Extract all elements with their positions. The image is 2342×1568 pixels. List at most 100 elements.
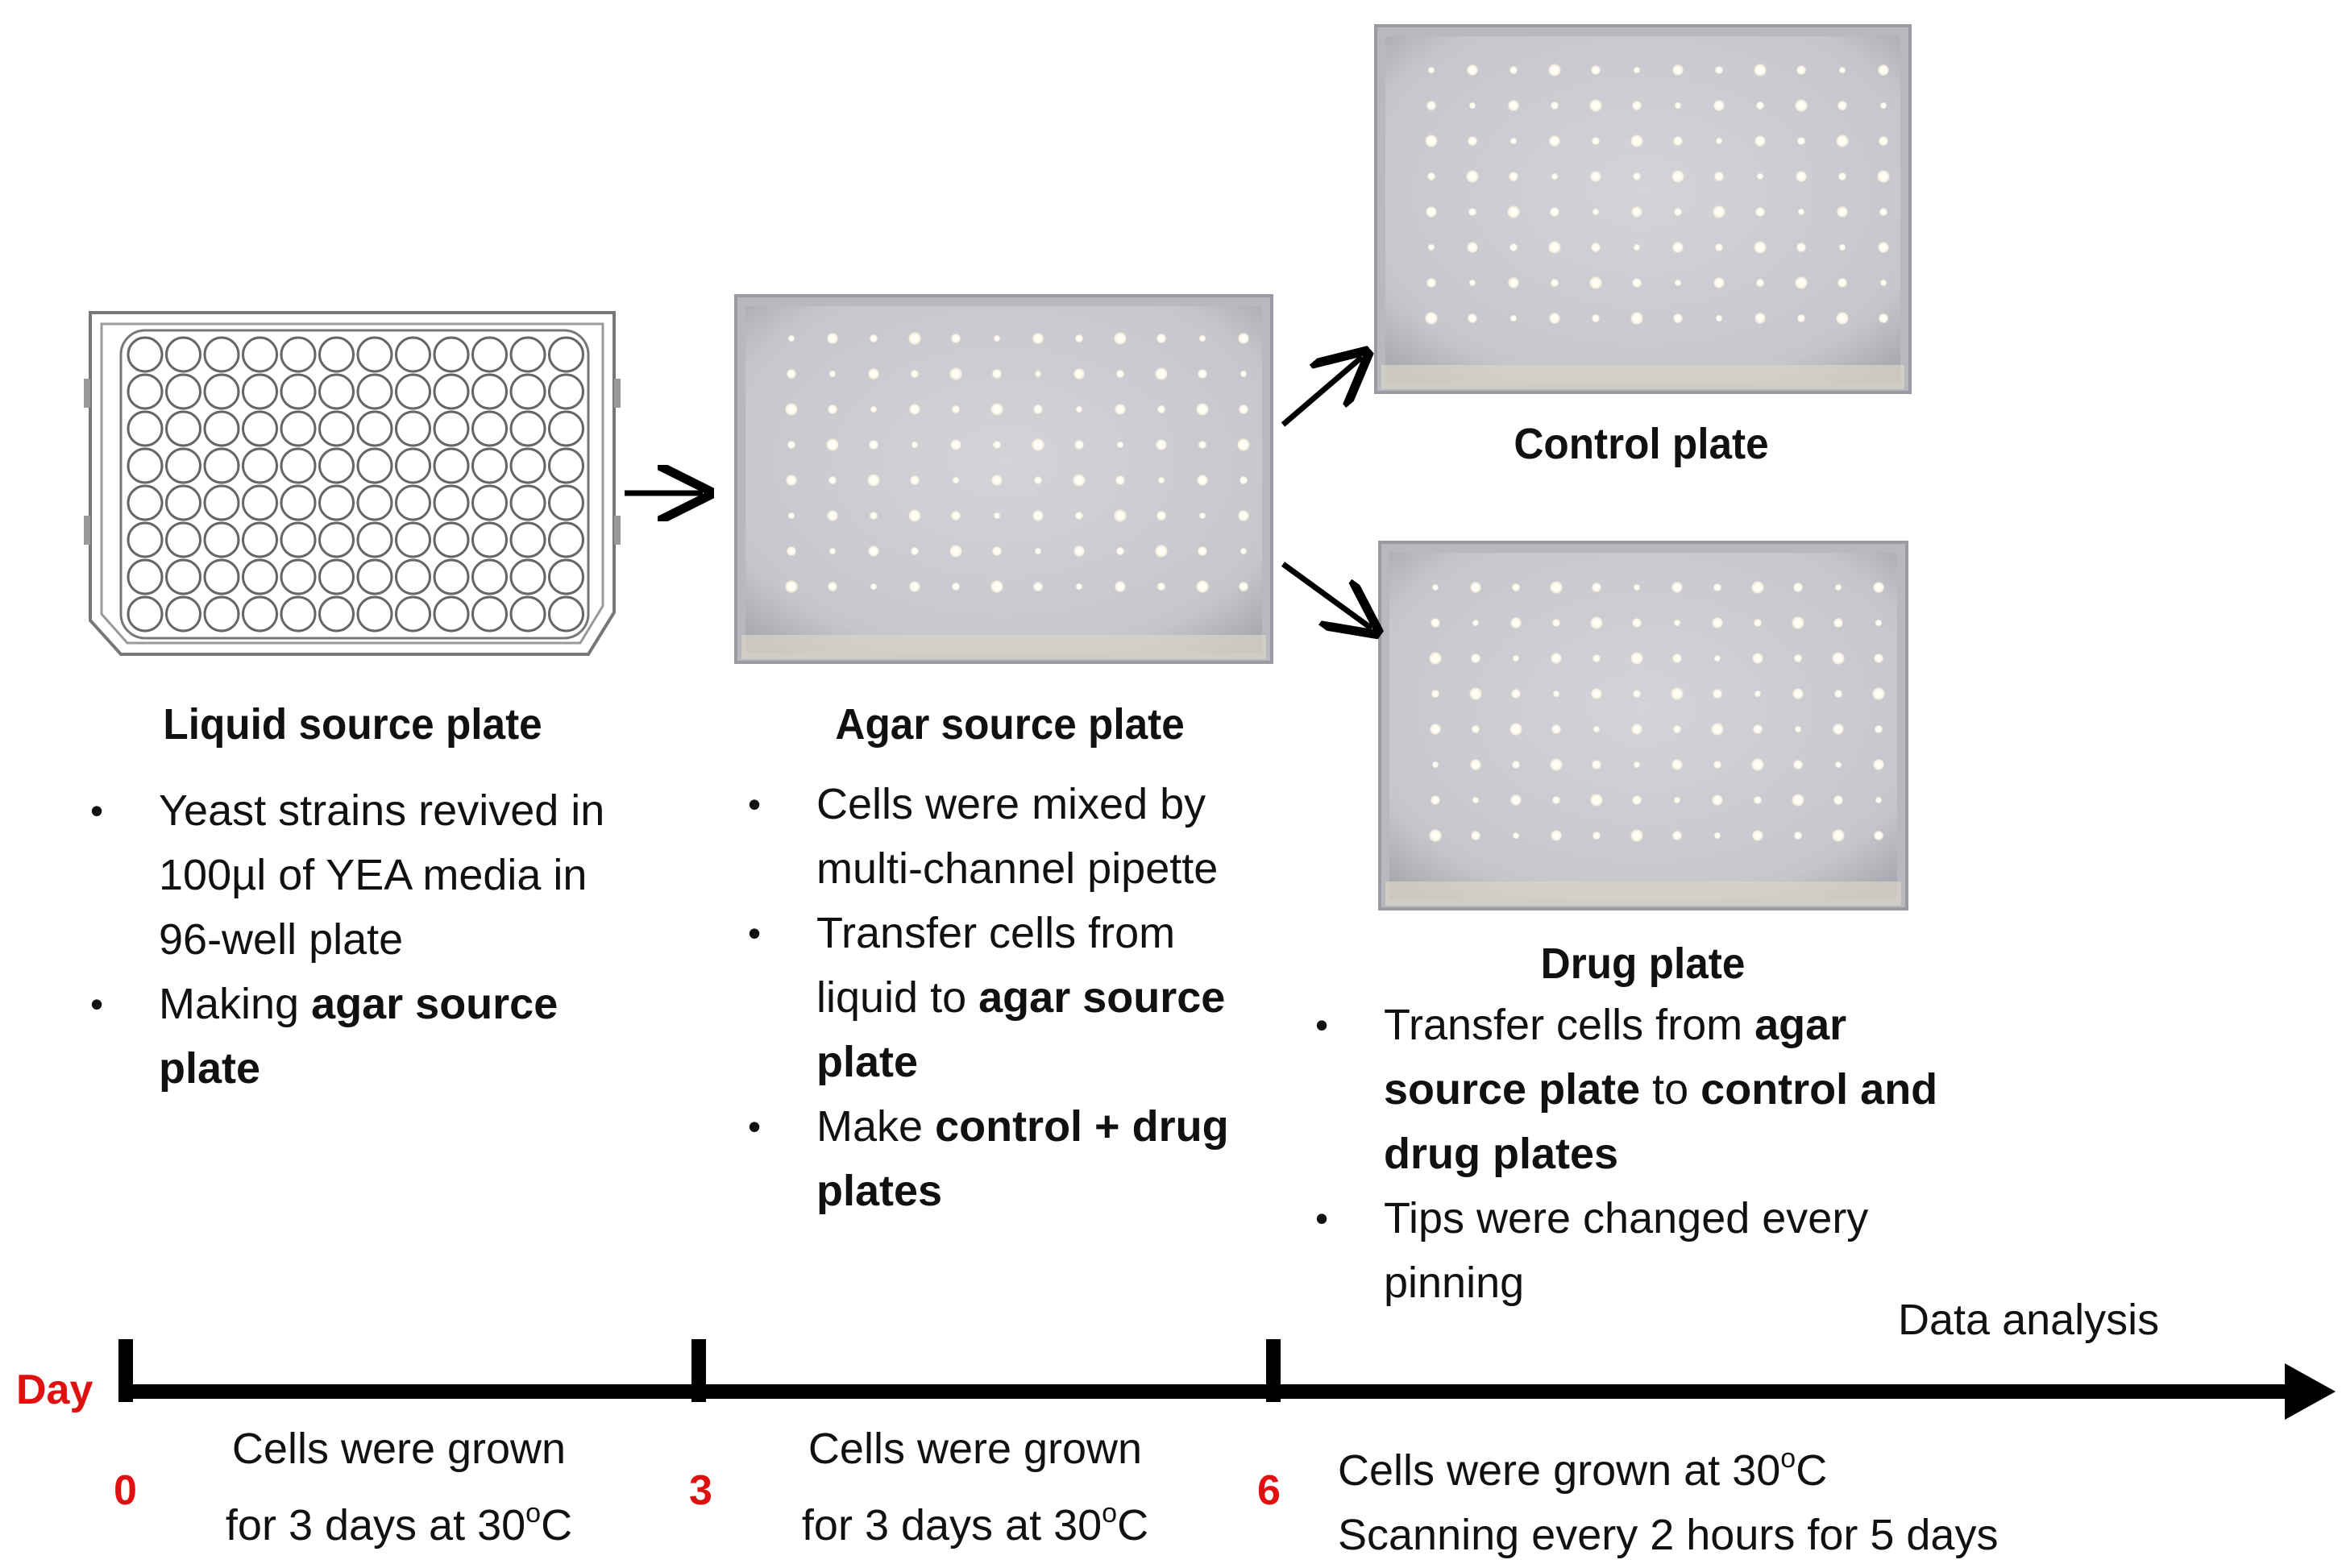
colony <box>1472 620 1479 626</box>
colony <box>1754 313 1766 324</box>
colony <box>990 580 1003 593</box>
colony <box>1432 761 1439 768</box>
liquid-plate-steps: Yeast strains revived in 100µl of YEA me… <box>90 778 638 1101</box>
colony <box>951 511 961 521</box>
data-analysis-label: Data analysis <box>1898 1296 2160 1344</box>
colony <box>1551 279 1559 287</box>
bullet-text: to <box>1640 1065 1701 1114</box>
colony <box>1509 723 1522 736</box>
colony <box>1634 584 1640 591</box>
well <box>318 558 355 595</box>
colony <box>910 475 920 485</box>
colony <box>788 335 795 342</box>
colony <box>1795 276 1808 289</box>
colony <box>1032 333 1044 344</box>
colony <box>1552 796 1560 804</box>
colony <box>1073 474 1086 487</box>
colony <box>1797 137 1805 145</box>
colony <box>1632 278 1642 288</box>
well <box>203 558 240 595</box>
bullet-text-bold: agar source plate <box>1384 1001 1847 1114</box>
colony <box>1035 371 1041 377</box>
liquid-source-plate-image <box>84 311 621 656</box>
colony <box>1156 334 1166 343</box>
colony <box>1589 276 1602 289</box>
colony <box>1834 690 1842 698</box>
arrowhead-icon <box>2285 1363 2336 1420</box>
well <box>127 484 164 521</box>
well <box>433 447 470 484</box>
colony <box>994 512 1000 519</box>
colony <box>1510 138 1517 144</box>
bullet-item: Tips were changed every pinning <box>1315 1186 1976 1315</box>
period-3-6-line2: for 3 days at 30oC <box>801 1498 1149 1549</box>
tick-label-0: 0 <box>114 1467 137 1514</box>
period-0-3-line1: Cells were grown <box>231 1425 567 1473</box>
colony <box>1796 171 1807 182</box>
colony <box>1155 545 1168 558</box>
well <box>280 595 317 633</box>
bullet-text: Yeast strains revived in 100µl of YEA me… <box>159 786 605 964</box>
colony <box>827 333 838 344</box>
colony <box>1879 313 1888 323</box>
period-0-3-line2: for 3 days at 30oC <box>225 1498 573 1549</box>
colony <box>1548 241 1561 254</box>
colony <box>1673 313 1683 323</box>
well <box>280 447 317 484</box>
colony <box>1833 795 1843 805</box>
colony <box>1238 510 1249 521</box>
colony <box>1877 170 1890 183</box>
colony <box>1509 172 1518 181</box>
colony <box>826 438 839 451</box>
well <box>203 336 240 373</box>
colony <box>1510 794 1522 806</box>
well <box>165 595 201 633</box>
colony <box>1591 243 1601 252</box>
colony <box>1671 170 1684 183</box>
colony <box>1754 619 1762 627</box>
well <box>395 521 431 558</box>
colony <box>1158 477 1165 483</box>
colony <box>1672 64 1684 76</box>
colony <box>909 581 920 592</box>
colony <box>1469 687 1482 700</box>
bullet-text-bold: agar source plate <box>816 973 1226 1086</box>
colony <box>1634 244 1640 251</box>
well <box>242 595 278 633</box>
colony <box>1431 795 1440 805</box>
colony <box>1551 653 1562 664</box>
well <box>509 373 546 410</box>
colony <box>868 545 879 557</box>
colony <box>1713 100 1725 111</box>
colony <box>787 546 796 556</box>
bullet-item: Making agar source plate <box>90 972 638 1101</box>
well <box>242 484 278 521</box>
colony <box>908 332 921 345</box>
colony <box>1471 831 1480 840</box>
colony <box>1833 724 1844 735</box>
colony <box>1793 760 1803 769</box>
well <box>203 410 240 447</box>
well <box>395 447 431 484</box>
colony <box>1672 242 1684 253</box>
colony <box>1714 655 1721 662</box>
colony <box>1115 475 1125 485</box>
well <box>203 373 240 410</box>
colony <box>1754 64 1767 77</box>
well <box>509 595 546 633</box>
colony <box>1116 370 1124 378</box>
well <box>509 484 546 521</box>
colony <box>1712 794 1723 806</box>
bullet-item: Yeast strains revived in 100µl of YEA me… <box>90 778 638 972</box>
well <box>203 521 240 558</box>
colony <box>1592 832 1601 840</box>
timeline-tick-6 <box>1266 1339 1281 1402</box>
colony <box>1076 406 1082 413</box>
well <box>280 558 317 595</box>
colony <box>1874 831 1883 840</box>
period-6-line1: Cells were grown at 30oC <box>1338 1443 1828 1495</box>
colony <box>1155 367 1168 380</box>
well <box>165 484 201 521</box>
colony <box>867 474 880 487</box>
colony <box>1837 278 1847 288</box>
